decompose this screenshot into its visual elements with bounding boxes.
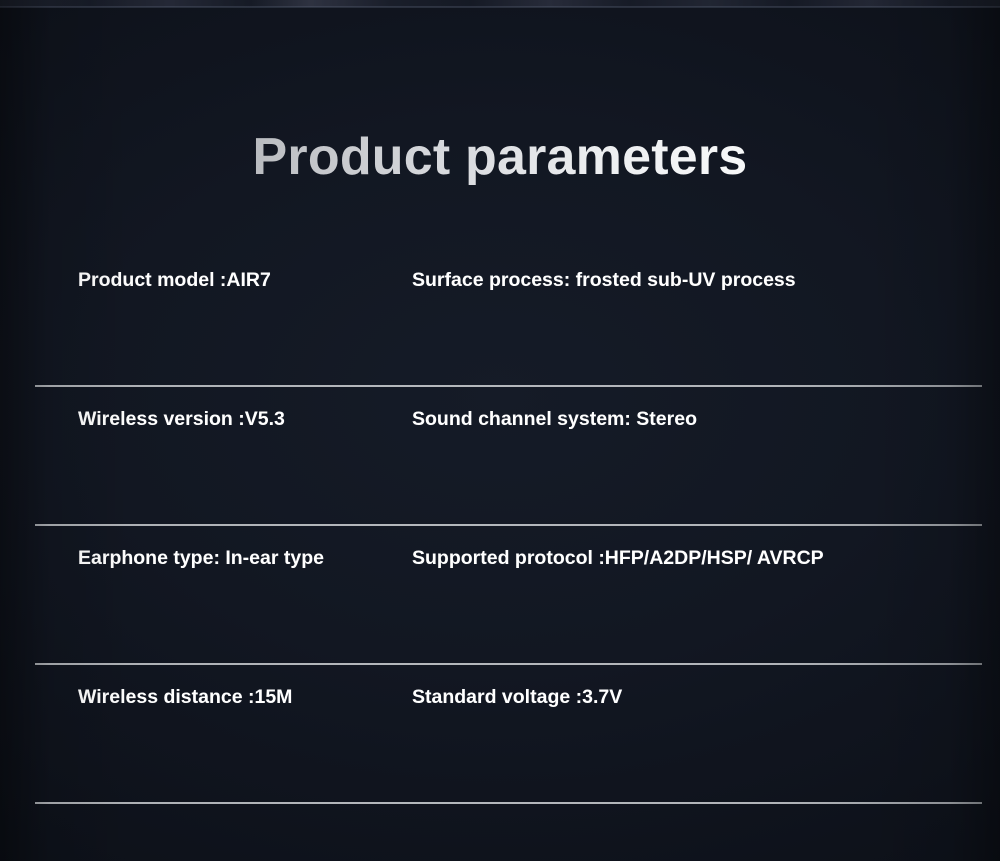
top-edge-line: [0, 6, 1000, 8]
row-divider: [35, 663, 982, 665]
spec-cell-right: Supported protocol :HFP/A2DP/HSP/ AVRCP: [412, 547, 824, 569]
table-row: Wireless version :V5.3 Sound channel sys…: [35, 387, 982, 526]
spec-cell-right: Standard voltage :3.7V: [412, 686, 623, 708]
row-divider: [35, 802, 982, 804]
table-row: Product model :AIR7 Surface process: fro…: [35, 248, 982, 387]
table-row: Earphone type: In-ear type Supported pro…: [35, 526, 982, 665]
spec-cell-right: Sound channel system: Stereo: [412, 408, 697, 430]
spec-table: Product model :AIR7 Surface process: fro…: [35, 248, 982, 804]
page-title: Product parameters: [0, 127, 1000, 187]
spec-cell-left: Product model :AIR7: [78, 269, 271, 291]
spec-cell-right: Surface process: frosted sub-UV process: [412, 269, 796, 291]
table-row: Wireless distance :15M Standard voltage …: [35, 665, 982, 804]
top-image-sliver: [0, 0, 1000, 7]
row-divider: [35, 524, 982, 526]
spec-cell-left: Earphone type: In-ear type: [78, 547, 324, 569]
row-divider: [35, 385, 982, 387]
spec-cell-left: Wireless distance :15M: [78, 686, 293, 708]
spec-cell-left: Wireless version :V5.3: [78, 408, 285, 430]
